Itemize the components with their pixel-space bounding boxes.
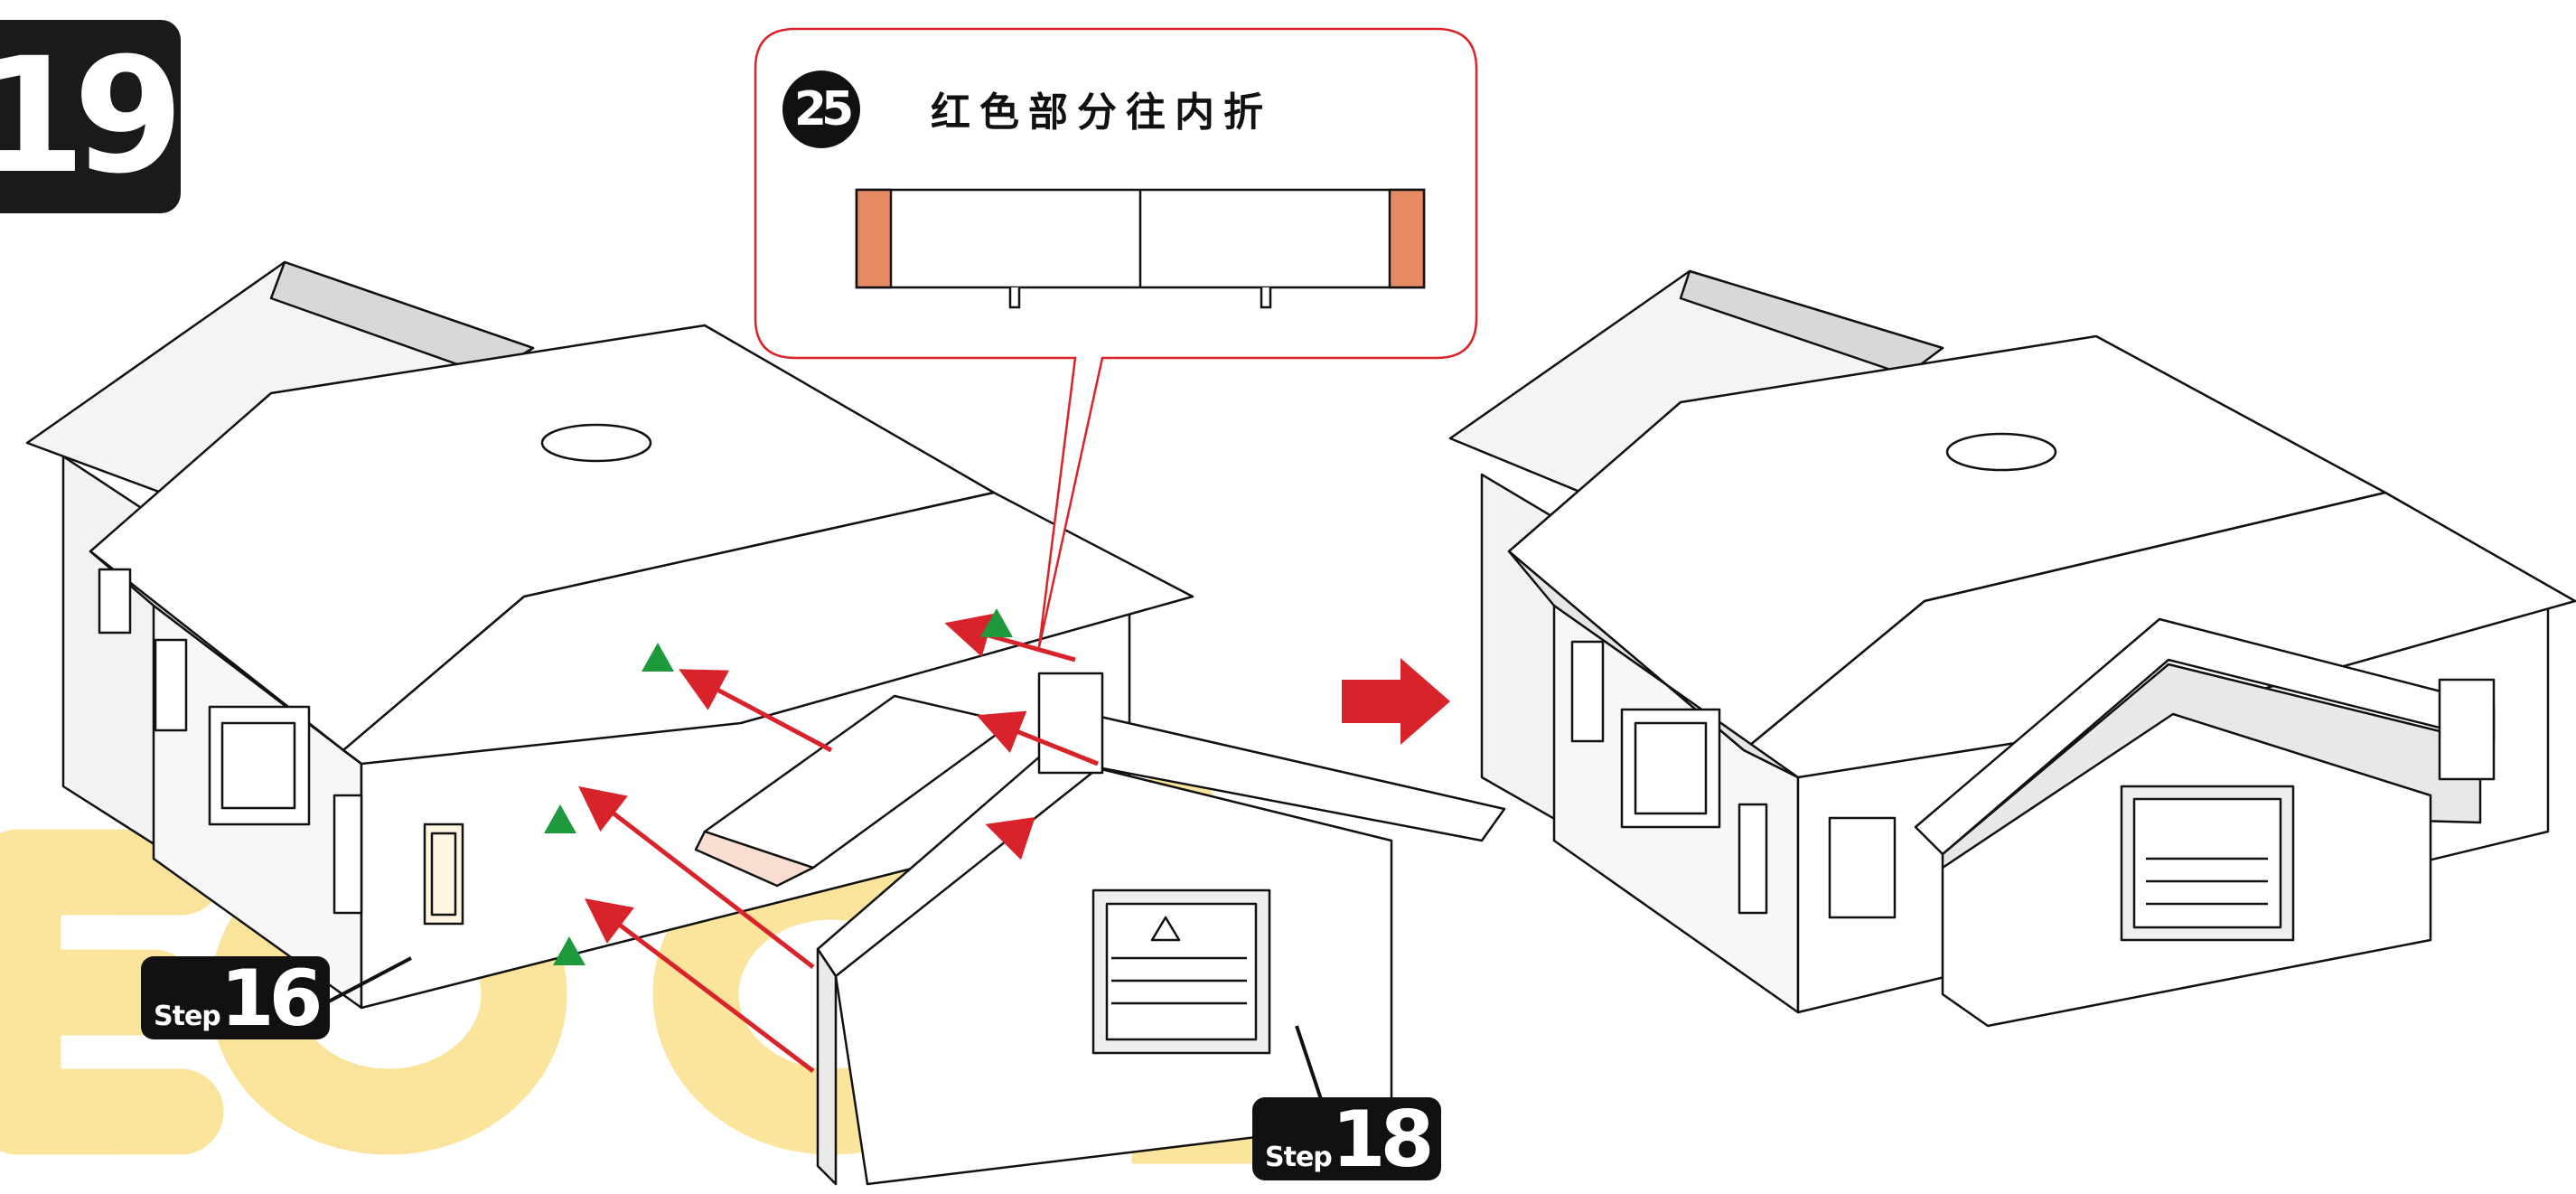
right-arrow-icon: [1342, 658, 1450, 745]
house-before: [25, 260, 1506, 1186]
fold-instruction-text: 红色部分往内折: [931, 89, 1272, 136]
step-number: 19: [0, 24, 183, 209]
fold-part-diagram: [855, 188, 1426, 309]
step-word: Step: [154, 1001, 221, 1032]
insertion-arrows: [578, 613, 1099, 1073]
green-triangle-icon: [544, 608, 1013, 965]
step-ref-number: 18: [1331, 1095, 1435, 1185]
step-18-reference-tag: Step 18: [1252, 1095, 1442, 1185]
part-number-badge: 25: [782, 71, 860, 148]
step-word: Step: [1265, 1142, 1333, 1173]
callout-bubble: [754, 27, 1478, 648]
step-16-reference-tag: Step 16: [141, 954, 331, 1044]
step-number-badge: 19: [0, 20, 183, 213]
step-ref-number: 16: [220, 954, 323, 1044]
part-number: 25: [793, 82, 854, 136]
house-after: [1448, 269, 2576, 1028]
